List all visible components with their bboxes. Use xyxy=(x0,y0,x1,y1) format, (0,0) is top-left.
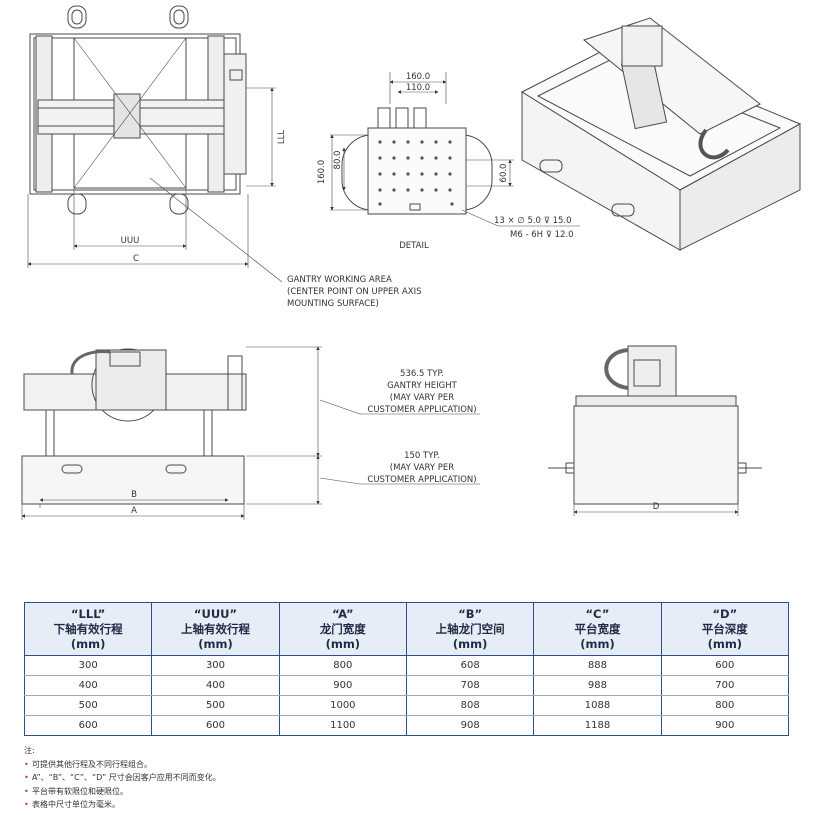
table-header-row: “LLL” 下轴有效行程 (mm) “UUU” 上轴有效行程 (mm) “A” … xyxy=(23,602,790,656)
note-item: •表格中尺寸单位为毫米。 xyxy=(24,798,784,812)
handle-icon xyxy=(611,203,635,217)
detail-drawing xyxy=(330,72,580,227)
table-cell: 900 xyxy=(278,675,407,696)
table-cell: 400 xyxy=(151,675,280,696)
table-cell: 500 xyxy=(151,695,280,716)
table-cell: 300 xyxy=(23,655,153,676)
notes-section: 注: •可提供其他行程及不同行程组合。 •A”、“B”、“C”、“D” 尺寸会因… xyxy=(24,744,784,812)
table-cell: 908 xyxy=(405,715,535,736)
table-cell: 800 xyxy=(660,695,790,716)
dim-label-c: C xyxy=(133,254,139,264)
dim-label-b: B xyxy=(131,490,137,500)
hole-spec-2: M6 - 6H ⊽ 12.0 xyxy=(510,230,574,240)
base-height-note-line1: 150 TYP. xyxy=(404,451,440,461)
dim-110: 110.0 xyxy=(406,83,430,93)
hole-spec-1: 13 × ∅ 5.0 ⊽ 15.0 xyxy=(494,216,572,226)
front-view-drawing xyxy=(21,346,480,520)
table-cell: 808 xyxy=(405,695,535,716)
col-header-b: “B” 上轴龙门空间 (mm) xyxy=(405,602,535,656)
gantry-height-note-line2: GANTRY HEIGHT xyxy=(387,381,457,391)
gantry-area-note-line3: MOUNTING SURFACE) xyxy=(287,299,379,309)
dim-160-top: 160.0 xyxy=(406,72,430,82)
base-height-note-line3: CUSTOMER APPLICATION) xyxy=(367,475,476,485)
notes-title: 注: xyxy=(24,746,35,755)
table-row: 600 600 1100 908 1188 900 xyxy=(23,715,790,736)
top-view-drawing xyxy=(27,5,283,283)
base-height-note-line2: (MAY VARY PER xyxy=(390,463,455,473)
gantry-height-note-line3: (MAY VARY PER xyxy=(390,393,455,403)
gantry-height-note-line1: 536.5 TYP. xyxy=(400,369,444,379)
dim-label-lll: LLL xyxy=(277,130,287,144)
handle-icon xyxy=(565,462,575,474)
lifting-eye-icon xyxy=(67,5,87,29)
detail-label: DETAIL xyxy=(399,241,429,251)
col-header-uuu: “UUU” 上轴有效行程 (mm) xyxy=(151,602,280,656)
note-item: •可提供其他行程及不同行程组合。 xyxy=(24,758,784,772)
note-item: •平台带有软限位和硬限位。 xyxy=(24,785,784,799)
table-cell: 600 xyxy=(23,715,153,736)
col-header-d: “D” 平台深度 (mm) xyxy=(660,602,790,656)
dim-80: 80.0 xyxy=(333,151,343,170)
lifting-eye-icon xyxy=(67,193,87,215)
gantry-height-note-line4: CUSTOMER APPLICATION) xyxy=(367,405,476,415)
bullet-icon: • xyxy=(24,773,29,782)
lifting-eye-icon xyxy=(169,5,189,29)
col-header-lll: “LLL” 下轴有效行程 (mm) xyxy=(23,602,153,656)
table-cell: 300 xyxy=(151,655,280,676)
table-cell: 600 xyxy=(151,715,280,736)
lifting-eye-icon xyxy=(169,193,189,215)
col-header-a: “A” 龙门宽度 (mm) xyxy=(278,602,407,656)
table-cell: 1000 xyxy=(278,695,407,716)
bullet-icon: • xyxy=(24,800,29,809)
table-row: 300 300 800 608 888 600 xyxy=(23,655,790,676)
table-cell: 608 xyxy=(405,655,535,676)
isometric-drawing xyxy=(520,17,802,251)
table-row: 500 500 1000 808 1088 800 xyxy=(23,695,790,716)
table-cell: 888 xyxy=(533,655,662,676)
note-item: •A”、“B”、“C”、“D” 尺寸会因客户应用不同而变化。 xyxy=(24,771,784,785)
gantry-area-note-line1: GANTRY WORKING AREA xyxy=(287,275,392,285)
dim-label-d: D xyxy=(653,502,660,512)
dim-label-a: A xyxy=(131,506,137,516)
bullet-icon: • xyxy=(24,786,29,796)
table-cell: 700 xyxy=(660,675,790,696)
table-cell: 1188 xyxy=(533,715,662,736)
gantry-area-note-line2: (CENTER POINT ON UPPER AXIS xyxy=(287,287,421,297)
dim-60: 60.0 xyxy=(499,164,509,183)
table-row: 400 400 900 708 988 700 xyxy=(23,675,790,696)
spec-table: “LLL” 下轴有效行程 (mm) “UUU” 上轴有效行程 (mm) “A” … xyxy=(23,602,790,736)
technical-drawings: LLL UUU C GANTRY WORKING AREA (CENTER PO… xyxy=(21,5,802,520)
table-cell: 1100 xyxy=(278,715,407,736)
table-cell: 500 xyxy=(23,695,153,716)
dim-160-side: 160.0 xyxy=(317,160,327,184)
bullet-icon: • xyxy=(24,759,29,769)
handle-icon xyxy=(539,159,563,173)
table-cell: 900 xyxy=(660,715,790,736)
table-cell: 600 xyxy=(660,655,790,676)
handle-icon xyxy=(737,462,747,474)
col-header-c: “C” 平台宽度 (mm) xyxy=(533,602,662,656)
table-cell: 988 xyxy=(533,675,662,696)
side-view-drawing xyxy=(548,345,762,516)
table-cell: 400 xyxy=(23,675,153,696)
dim-label-uuu: UUU xyxy=(121,236,140,246)
table-cell: 1088 xyxy=(533,695,662,716)
table-cell: 708 xyxy=(405,675,535,696)
table-cell: 800 xyxy=(278,655,407,676)
